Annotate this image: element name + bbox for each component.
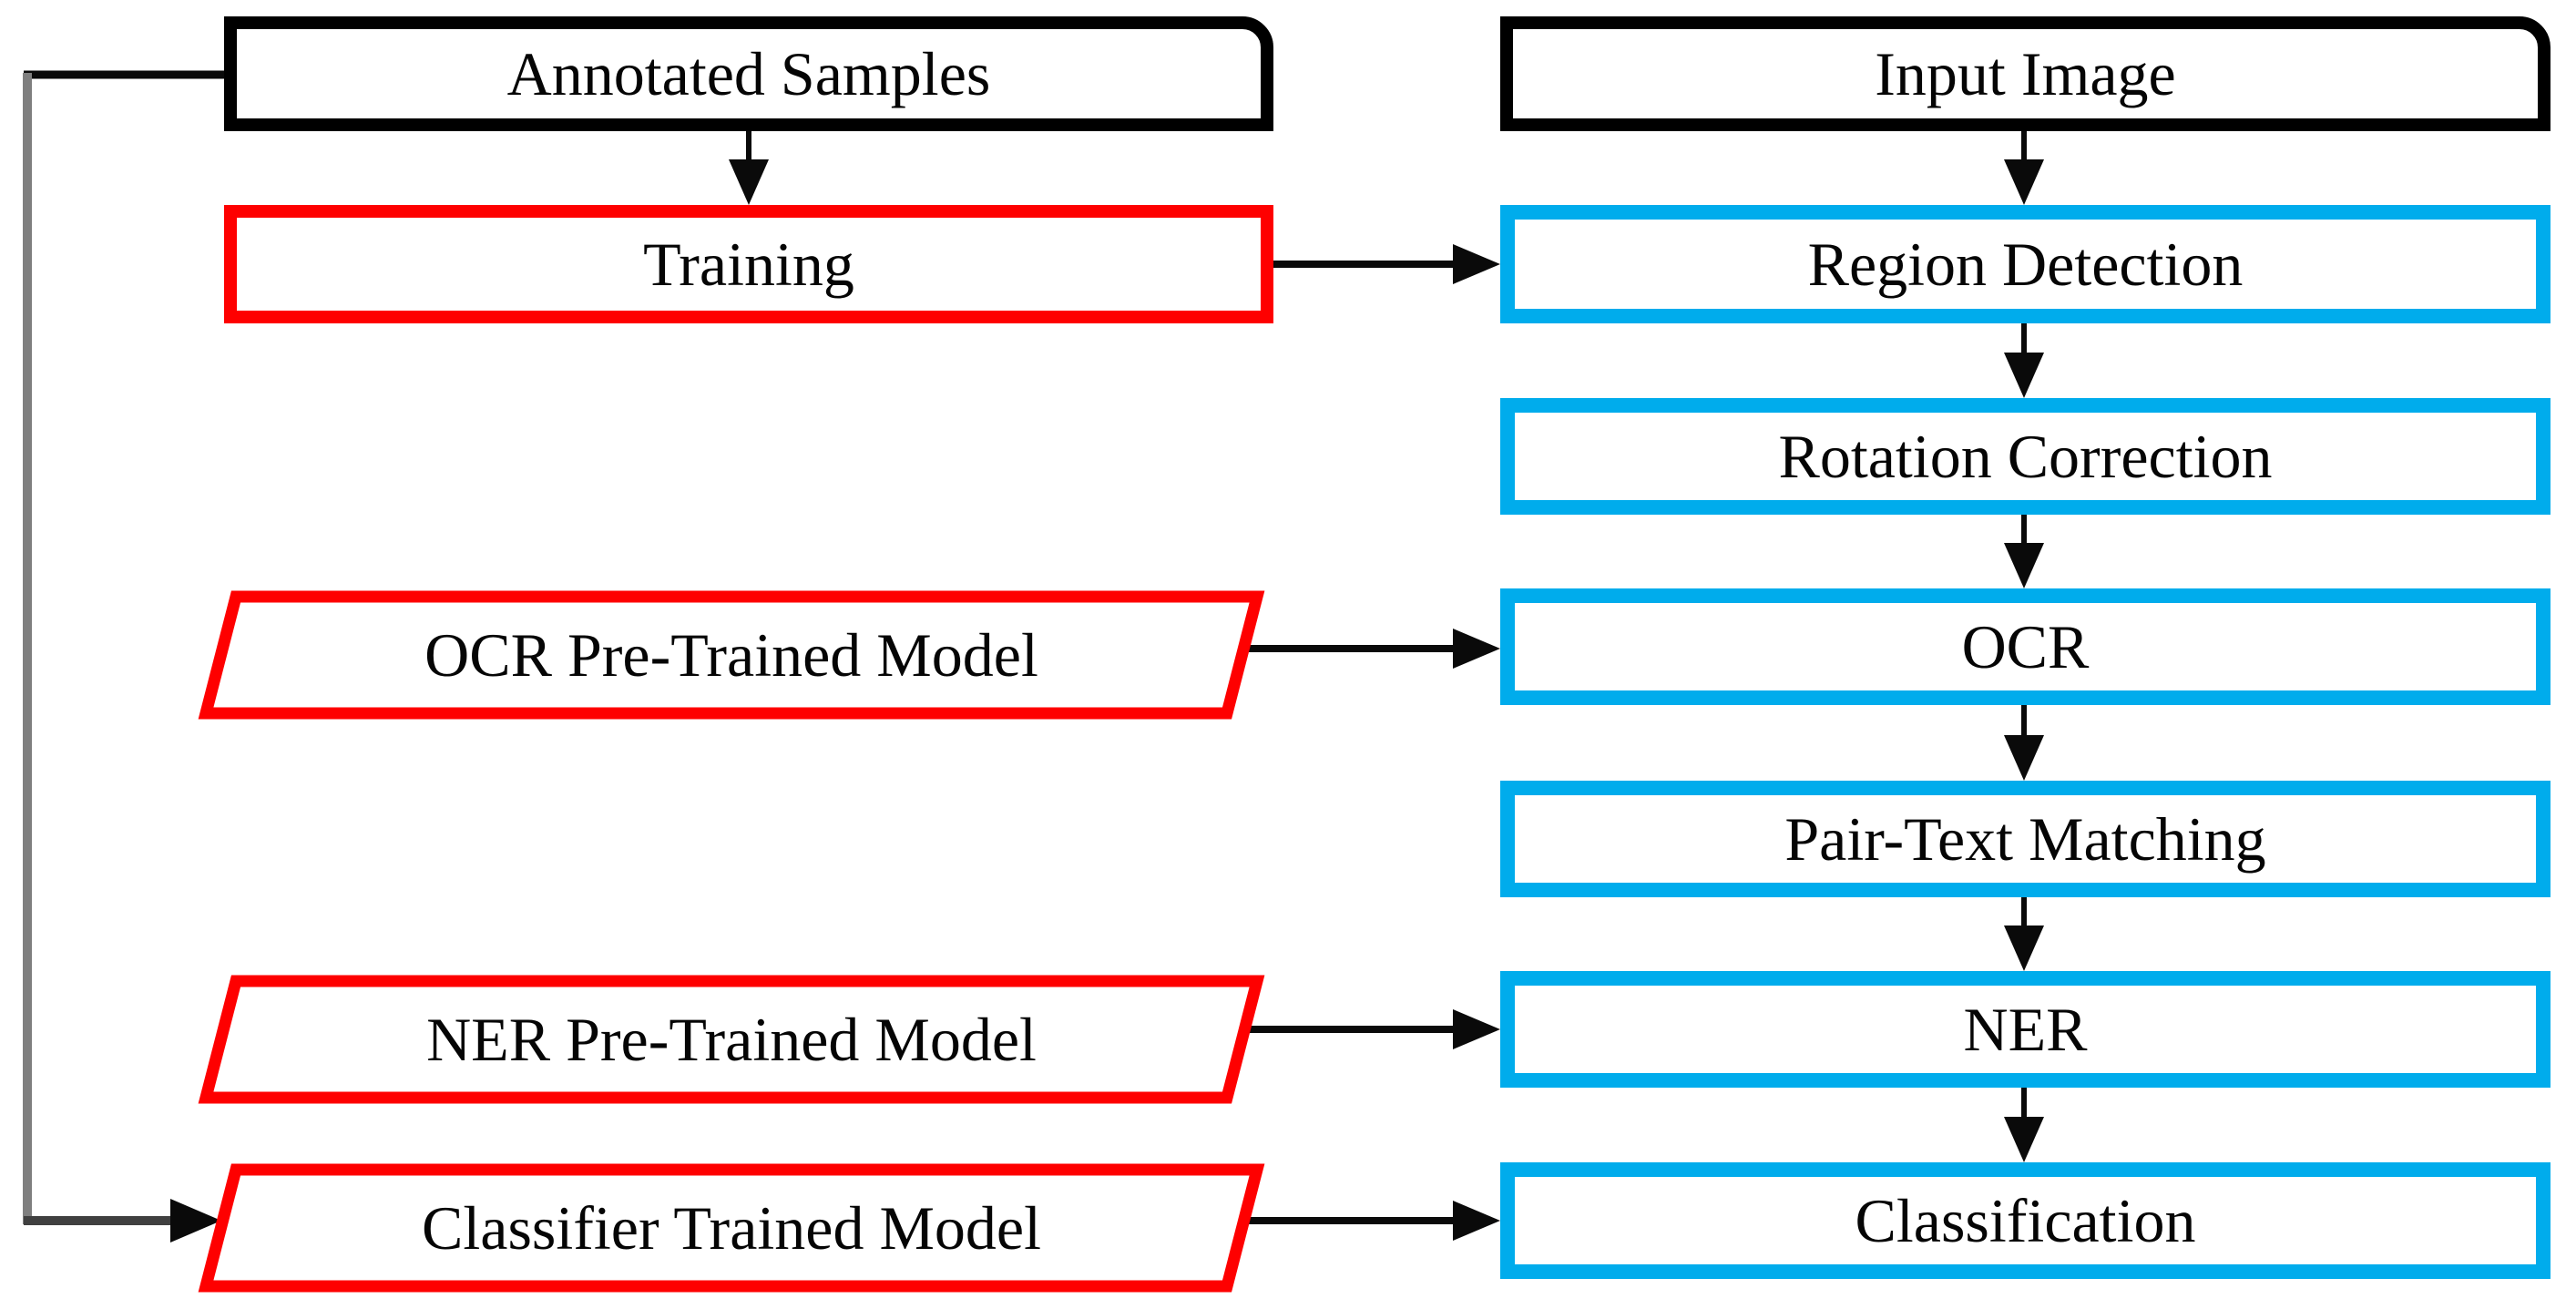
arrow-input-to-region-head <box>2004 159 2044 205</box>
node-rotation-correction: Rotation Correction <box>1500 398 2550 515</box>
arrow-training-to-region-head <box>1453 244 1500 284</box>
arrow-annotated-to-training-head <box>729 159 769 205</box>
node-region-detection: Region Detection <box>1500 205 2550 323</box>
node-ocr-pretrained-label: OCR Pre-Trained Model <box>424 620 1038 690</box>
node-input-image: Input Image <box>1500 16 2550 131</box>
node-ner-pretrained-shape <box>198 975 1265 1104</box>
node-annotated-samples: Annotated Samples <box>224 16 1273 131</box>
node-pair-text-matching: Pair-Text Matching <box>1500 781 2550 897</box>
arrow-ocrpre-to-ocr-head <box>1453 629 1500 669</box>
arrow-region-to-rotation-head <box>2004 353 2044 398</box>
node-ocr: OCR <box>1500 588 2550 705</box>
node-classification: Classification <box>1500 1162 2550 1279</box>
arrow-classifier-to-classification-head <box>1453 1201 1500 1241</box>
node-training: Training <box>224 205 1273 323</box>
node-ner: NER <box>1500 971 2550 1088</box>
node-ocr-pretrained-shape <box>198 590 1265 720</box>
node-classifier-trained-label: Classifier Trained Model <box>422 1193 1041 1263</box>
arrow-ner-to-classification-head <box>2004 1117 2044 1162</box>
arrow-nerpre-to-ner-head <box>1453 1009 1500 1049</box>
arrowhead-feedback-to-classifier-trained <box>170 1199 221 1243</box>
arrow-pairtext-to-ner-head <box>2004 926 2044 971</box>
arrow-ocr-to-pairtext-head <box>2004 735 2044 781</box>
node-classifier-trained-shape <box>198 1163 1265 1293</box>
node-ner-pretrained-label: NER Pre-Trained Model <box>426 1005 1037 1074</box>
arrow-rotation-to-ocr-head <box>2004 543 2044 588</box>
